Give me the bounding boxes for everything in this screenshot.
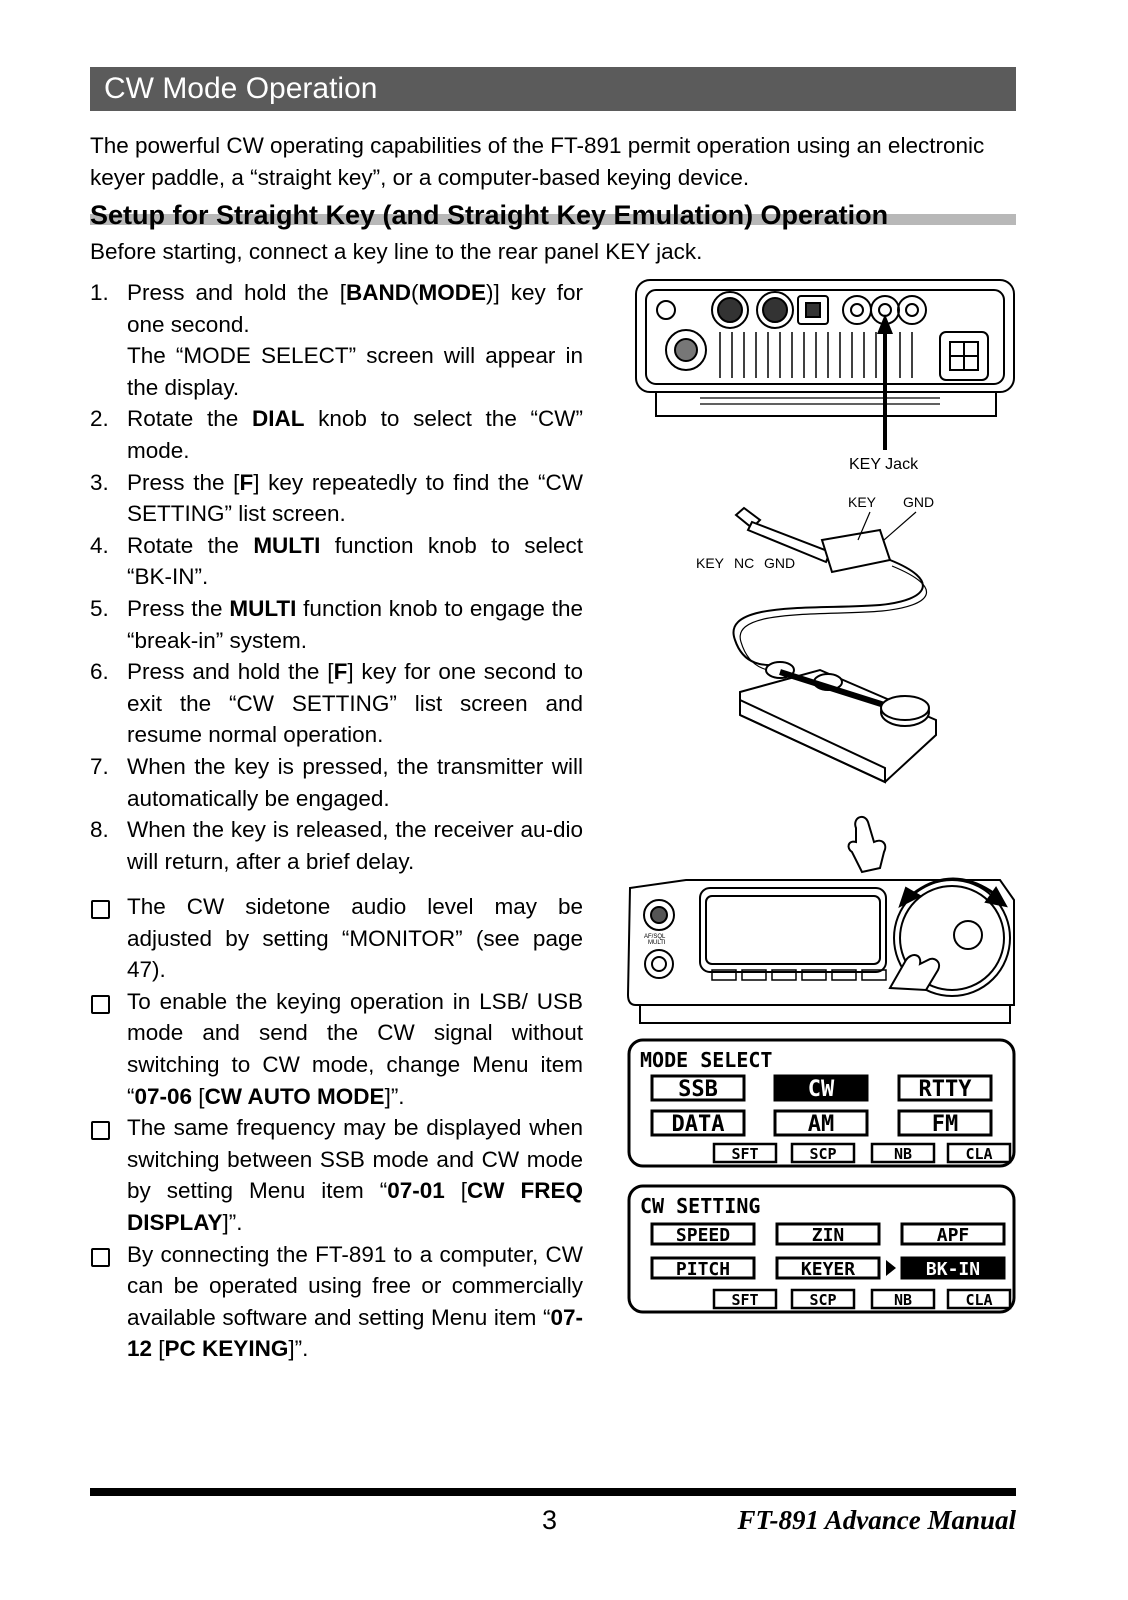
checkbox-bullet-icon	[90, 1239, 127, 1365]
softkey-cla-label: CLA	[965, 1145, 992, 1163]
heading-underline	[90, 214, 1016, 225]
step-item: 6. Press and hold the [F] key for one se…	[90, 659, 583, 748]
mode-ssb-box	[650, 1074, 746, 1102]
straight-key-illustration	[732, 506, 937, 784]
section-title-bar: CW Mode Operation	[90, 67, 1016, 111]
plug-pin-nc-label: NC	[734, 555, 754, 571]
note-item: To enable the keying operation in LSB/ U…	[90, 986, 583, 1112]
subsection-heading: Setup for Straight Key (and Straight Key…	[90, 198, 1016, 232]
mode-select-screen: MODE SELECT SSB CW RTTY DATA AM FM SFT S…	[627, 1038, 1016, 1168]
subsection-heading-text: Setup for Straight Key (and Straight Key…	[90, 200, 889, 230]
note-item: The same frequency may be displayed when…	[90, 1112, 583, 1238]
footer-rule	[90, 1488, 1016, 1496]
page-number: 3	[542, 1505, 558, 1535]
mode-data-label: DATA	[672, 1112, 725, 1137]
checkbox-bullet-icon	[90, 986, 127, 1112]
mode-fm-box	[897, 1109, 993, 1137]
before-starting-text: Before starting, connect a key line to t…	[90, 239, 703, 264]
mode-am-label: AM	[808, 1112, 835, 1137]
cw-setting-title: CW SETTING	[640, 1194, 760, 1218]
cw-item-apf-label: APF	[937, 1225, 970, 1246]
mode-ssb-label: SSB	[678, 1077, 718, 1102]
plug-pin-gnd-label: GND	[764, 555, 795, 571]
softkey-sft-label: SFT	[731, 1145, 758, 1163]
step-item: 4. Rotate the MULTI function knob to sel…	[90, 532, 583, 590]
mode-select-title: MODE SELECT	[640, 1048, 772, 1072]
step-item: 3. Press the [F] key repeatedly to find …	[90, 469, 583, 527]
front-panel-illustration	[626, 877, 1015, 1024]
key-jack-label: KEY Jack	[849, 456, 919, 473]
knob-label: AF/SQL	[644, 934, 666, 940]
step-item: 7. When the key is pressed, the transmit…	[90, 753, 583, 811]
key-jack-arrow	[877, 314, 893, 450]
mode-rtty-label: RTTY	[919, 1077, 973, 1102]
mode-rtty-box	[897, 1074, 993, 1102]
steps-list: 1. Press and hold the [BAND(MODE)] key f…	[90, 277, 583, 877]
step-item: 1. Press and hold the [BAND(MODE)] key f…	[90, 280, 583, 400]
step-item: 2. Rotate the DIAL knob to select the “C…	[90, 406, 583, 463]
softkey-nb-label: NB	[894, 1145, 912, 1163]
mode-cw-box	[773, 1074, 869, 1102]
cw-item-bkin-label: BK-IN	[926, 1259, 980, 1280]
softkey-nb-label: NB	[894, 1291, 912, 1309]
checkbox-bullet-icon	[90, 891, 127, 986]
mode-cw-label: CW	[808, 1077, 835, 1102]
rear-panel-illustration	[635, 279, 1015, 417]
illustrations: KEY Jack KEY GND KEY NC GND	[626, 279, 1016, 1314]
cw-setting-screen: CW SETTING SPEED ZIN APF PITCH KEYER BK-…	[627, 1184, 1016, 1314]
manual-title: FT-891 Advance Manual	[737, 1505, 1016, 1535]
knob-sublabel: MULTI	[648, 940, 666, 946]
softkey-scp-label: SCP	[809, 1145, 836, 1163]
plug-gnd-label: GND	[903, 494, 934, 510]
note-item: The CW sidetone audio level may be adjus…	[90, 891, 583, 986]
step-item: 5. Press the MULTI function knob to enga…	[90, 595, 583, 653]
softkey-cla-label: CLA	[965, 1291, 992, 1309]
step-item: 8. When the key is released, the receive…	[90, 817, 583, 874]
plug-key-label: KEY	[848, 494, 877, 510]
cw-item-speed-label: SPEED	[676, 1225, 730, 1246]
intro-paragraph: The powerful CW operating capabilities o…	[90, 133, 985, 190]
plug-pin-key-label: KEY	[696, 555, 725, 571]
hand-pointer-icon	[847, 815, 887, 874]
cw-item-keyer-label: KEYER	[801, 1259, 855, 1280]
cw-item-pitch-label: PITCH	[676, 1259, 730, 1280]
mode-data-box	[650, 1109, 746, 1137]
mode-am-box	[773, 1109, 869, 1137]
page-title: CW Mode Operation	[104, 72, 378, 105]
softkey-sft-label: SFT	[731, 1291, 758, 1309]
notes-list: The CW sidetone audio level may be adjus…	[90, 891, 583, 1365]
checkbox-bullet-icon	[90, 1112, 127, 1238]
mode-fm-label: FM	[932, 1112, 959, 1137]
note-item: By connecting the FT-891 to a computer, …	[90, 1239, 583, 1365]
cw-item-zin-label: ZIN	[812, 1225, 845, 1246]
softkey-scp-label: SCP	[809, 1291, 836, 1309]
